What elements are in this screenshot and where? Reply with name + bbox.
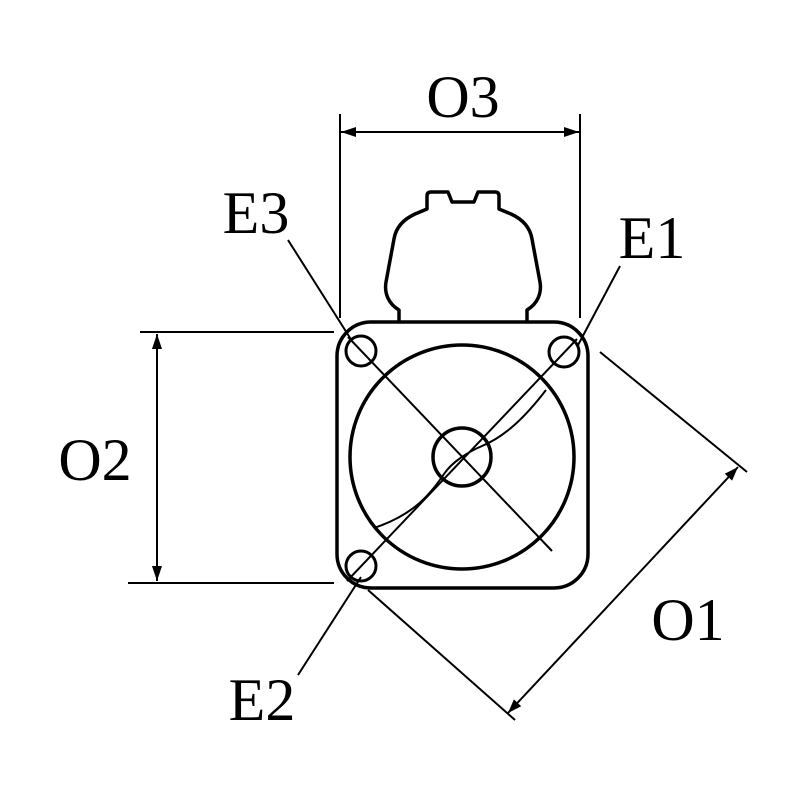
label-o2: O2 — [58, 427, 131, 493]
dim-o1-extension-top — [599, 351, 748, 473]
centerline-diagonal-2 — [346, 338, 578, 582]
solenoid-cap-silhouette — [383, 190, 543, 325]
dim-o1-extension-bottom — [367, 589, 516, 721]
dim-o2-arrow-bottom — [152, 566, 162, 581]
leader-e1 — [576, 265, 621, 348]
dim-o1-arrow-upper — [724, 467, 738, 481]
dim-o1-arrow-lower — [508, 699, 522, 713]
casting-split-line — [373, 389, 547, 529]
pilot-bore-circle — [348, 343, 576, 571]
shaft-hub-circle — [431, 426, 493, 488]
dim-o3-arrow-right — [564, 127, 579, 137]
label-e3: E3 — [223, 180, 290, 246]
label-e1: E1 — [619, 205, 686, 271]
leader-e2 — [297, 576, 362, 676]
label-o1: O1 — [651, 587, 724, 653]
label-o3: O3 — [426, 64, 499, 130]
leader-e3 — [287, 239, 353, 342]
dim-o2-arrow-top — [152, 334, 162, 349]
centerline-diagonal-1 — [347, 336, 553, 552]
dim-o1-line — [507, 466, 739, 714]
label-e2: E2 — [229, 667, 296, 733]
dim-o3-arrow-left — [341, 127, 356, 137]
